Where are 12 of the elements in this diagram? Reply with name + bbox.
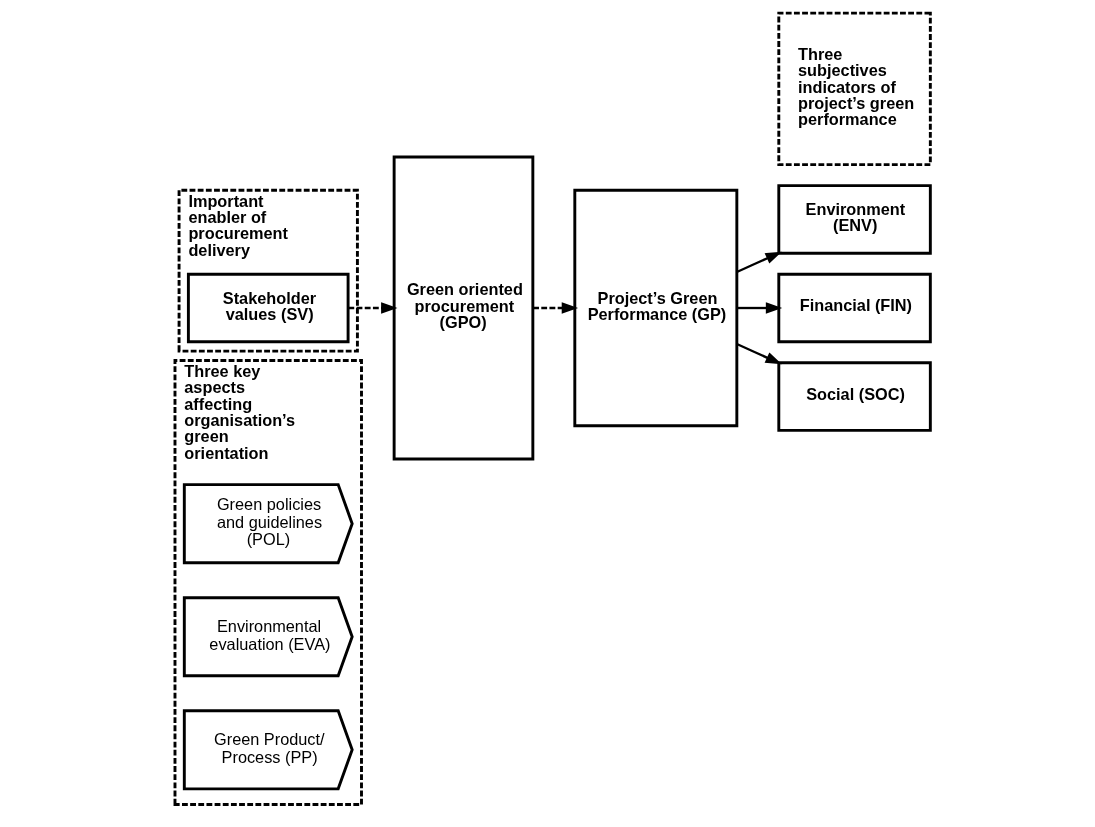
node-box: Three subjectives indicators of project’s green performance: [776, 11, 932, 167]
arrow: [532, 302, 578, 314]
node-box: Green oriented procurement (GPO): [392, 155, 534, 461]
node-box: Environment (ENV): [776, 184, 932, 255]
node-box: Project’s Green Performance (GP): [572, 188, 738, 428]
arrow: [347, 302, 397, 314]
arrow: [736, 302, 782, 314]
node-box: Stakeholder values (SV): [186, 272, 350, 344]
node-box: Financial (FIN): [776, 272, 932, 344]
node-box: Social (SOC): [776, 361, 932, 432]
arrow: [735, 342, 782, 365]
arrow: [735, 251, 782, 274]
